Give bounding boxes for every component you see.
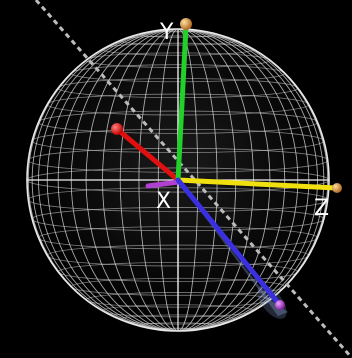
x-axis-label: X xyxy=(156,189,171,214)
y-axis-tip-knob-icon xyxy=(180,18,192,30)
x-axis-line xyxy=(114,126,181,183)
state-vector-cone-base xyxy=(257,285,287,319)
z-axis-label: Z xyxy=(314,196,329,221)
negative-z-axis-line xyxy=(145,179,181,189)
z-axis-line xyxy=(175,177,339,191)
y-axis-label: Y xyxy=(159,20,174,45)
z-axis-tip-knob-icon xyxy=(332,183,342,193)
state-vector-line xyxy=(175,177,282,307)
y-axis-line xyxy=(175,24,189,183)
state-vector-tip-knob-icon xyxy=(275,300,285,310)
x-axis-tip-knob-icon xyxy=(111,123,123,135)
